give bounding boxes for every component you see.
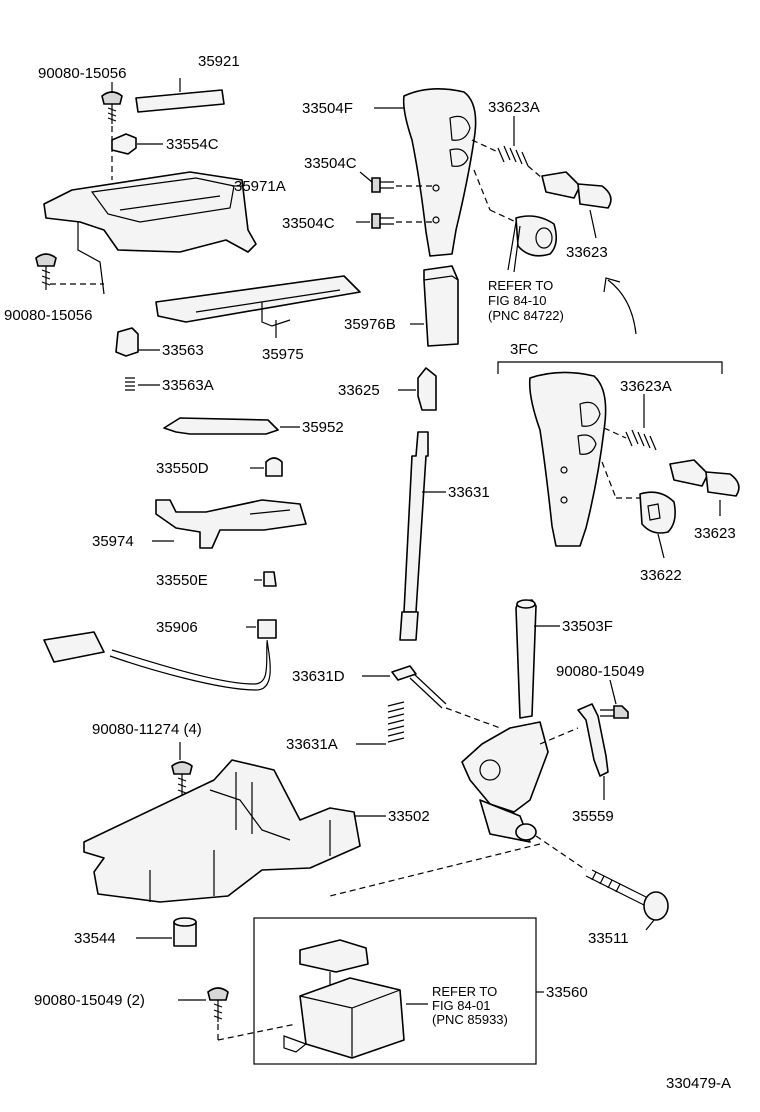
label-33554C: 33554C [166,136,219,153]
label-33511: 33511 [588,930,629,947]
part-33625 [398,367,437,411]
refer-84-10-line1: REFER TO [488,278,553,293]
box-33560 [253,917,544,1065]
label-33623A-lower: 33623A [620,378,672,395]
refer-84-01-line1: REFER TO [432,984,497,999]
label-33504C-lower: 33504C [282,215,335,232]
label-35976B: 35976B [344,316,396,333]
spring-33623A-lower [603,394,657,451]
label-35952: 35952 [302,419,344,436]
label-90080-15056-left: 90080-15056 [4,307,92,324]
label-90080-15056-top: 90080-15056 [38,65,126,82]
spring-33623A-upper [471,116,529,167]
label-33550D: 33550D [156,460,209,477]
label-90080-11274: 90080-11274 (4) [92,721,202,738]
pin-33631D [362,665,501,729]
sleeve-35976B [410,265,459,347]
label-3FC: 3FC [510,341,539,358]
cap-84722 [473,169,558,273]
knob-33504F [374,88,477,257]
label-33563: 33563 [162,342,204,359]
part-33563 [115,327,160,357]
diagram-code: 330479-A [666,1075,731,1092]
label-35975: 35975 [262,346,304,363]
label-33631A: 33631A [286,736,338,753]
label-33563A: 33563A [162,377,214,394]
button-33623-lower [669,459,740,516]
label-33560: 33560 [546,984,588,1001]
label-90080-15049-2: 90080-15049 (2) [34,992,145,1009]
plate-35921 [135,78,225,113]
screw-90080-15056-left [35,253,104,290]
label-33504C-upper: 33504C [304,155,357,172]
bushing-33544 [136,917,197,947]
label-35921: 35921 [198,53,240,70]
base-33502 [83,759,386,903]
label-33503F: 33503F [562,618,613,635]
label-33502: 33502 [388,808,430,825]
bracket-35974 [152,499,307,549]
screw-33504C-upper [359,171,434,193]
label-33631D: 33631D [292,668,345,685]
label-35559: 35559 [572,808,614,825]
screw-33504C-lower [356,213,434,229]
label-90080-15049-right: 90080-15049 [556,663,644,680]
cap-33622 [601,461,676,559]
part-33550D [250,457,283,477]
label-35906: 35906 [156,619,198,636]
variant-3fc-bracket [497,361,723,374]
lever-33503F [461,599,560,843]
clip-33554C [111,133,163,155]
button-33623-upper [527,165,612,239]
label-33544: 33544 [74,930,116,947]
refer-84-01-line2: FIG 84-01 [432,998,491,1013]
part-35559 [539,703,609,800]
refer-84-10-line3: (PNC 84722) [488,308,564,323]
label-33631: 33631 [448,484,490,501]
refer-84-01-line3: (PNC 85933) [432,1012,508,1027]
part-33550E [254,571,277,587]
label-33504F: 33504F [302,100,353,117]
label-33625: 33625 [338,382,380,399]
spring-33631A [356,701,405,745]
bulb-harness-35906 [43,619,277,691]
refer-84-10-line2: FIG 84-10 [488,293,547,308]
screw-90080-15049-right [600,679,629,719]
bezel-35971A [43,171,257,295]
bolt-33511 [329,835,669,931]
label-33622: 33622 [640,567,682,584]
label-33550E: 33550E [156,572,208,589]
label-35971A: 35971A [234,178,286,195]
knob-3fc [528,371,607,547]
label-33623A-upper: 33623A [488,99,540,116]
spring-33563A [125,377,160,391]
rod-33631 [399,431,446,641]
screw-90080-15056-top [101,91,123,180]
part-35952 [163,417,300,435]
variant-arrow [603,277,637,335]
screw-90080-15049-bottom [178,987,297,1041]
label-33623-upper: 33623 [566,244,608,261]
label-35974: 35974 [92,533,134,550]
slide-plate-35975 [155,275,361,338]
label-33623-lower: 33623 [694,525,736,542]
